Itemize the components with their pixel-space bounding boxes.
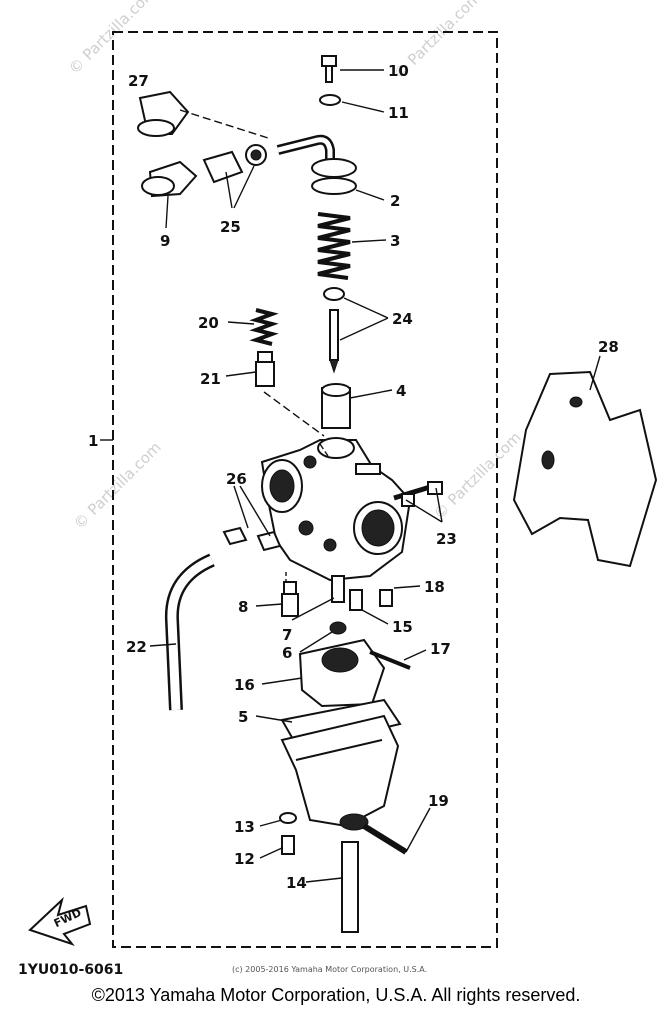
part-4-throttle-valve [321,383,351,429]
leader-lines [100,69,601,883]
part-top-cover-pipes [267,112,357,178]
watermark: © Partzilla.com [430,428,525,523]
callout-12: 12 [234,850,255,868]
part-3-spring [317,212,351,280]
part-13-washer [279,812,297,824]
callout-11: 11 [388,104,409,122]
callout-19: 19 [428,792,449,810]
part-26-fittings [222,526,282,552]
part-6-jet [329,621,347,635]
part-27-cap [137,90,190,137]
copyright-footer: ©2013 Yamaha Motor Corporation, U.S.A. A… [91,985,581,1005]
callout-15: 15 [392,618,413,636]
callout-20: 20 [198,314,219,332]
callout-18: 18 [424,578,445,596]
part-7-needle-jet [331,575,345,603]
callout-14: 14 [286,874,307,892]
part-16-float [298,638,386,708]
callout-10: 10 [388,62,409,80]
part-24-needle-clip [323,287,345,374]
part-21-screw [255,351,275,387]
callout-25: 25 [220,218,241,236]
watermark: © Partzilla.com [65,0,160,78]
drawing-code: 1YU010-6061 [18,962,123,978]
callout-5: 5 [238,708,248,726]
part-1-carburetor-body [260,437,412,582]
callout-7: 7 [282,626,292,644]
callout-23: 23 [436,530,457,548]
part-25-sleeves [202,144,267,184]
part-float-bowl [280,714,400,831]
part-12-screw [281,835,295,855]
part-11-washer [319,94,341,106]
fwd-arrow: FWD [28,896,92,947]
callouts: 1 2 3 4 5 6 7 8 9 10 11 12 13 14 15 16 1… [88,62,619,892]
part-28-cover [512,370,658,568]
part-15-main-jet [349,589,363,611]
callout-24: 24 [392,310,413,328]
part-8-pilot-jet [281,581,299,617]
callout-17: 17 [430,640,451,658]
part-2-gasket [311,177,357,195]
part-23-adjust-screws [393,481,443,507]
part-14-drain-hose [341,841,359,933]
watermark: © Partzilla.com [70,438,165,533]
callout-3: 3 [390,232,400,250]
callout-21: 21 [200,370,221,388]
callout-16: 16 [234,676,255,694]
callout-26: 26 [226,470,247,488]
callout-13: 13 [234,818,255,836]
callout-6: 6 [282,644,292,662]
callout-27: 27 [128,72,149,90]
assembly-boundary [112,31,498,948]
callout-1: 1 [88,432,98,450]
callout-4: 4 [396,382,406,400]
part-17-float-pin [369,650,411,670]
callout-22: 22 [126,638,147,656]
part-10-screw [321,55,337,83]
part-9-cap [141,160,198,198]
part-19-drain-screw [362,823,408,855]
callout-28: 28 [598,338,619,356]
callout-2: 2 [390,192,400,210]
callout-9: 9 [160,232,170,250]
small-copyright: (c) 2005-2016 Yamaha Motor Corporation, … [232,965,427,974]
part-18-screw [379,589,393,607]
callout-8: 8 [238,598,248,616]
part-20-spring [249,308,279,346]
